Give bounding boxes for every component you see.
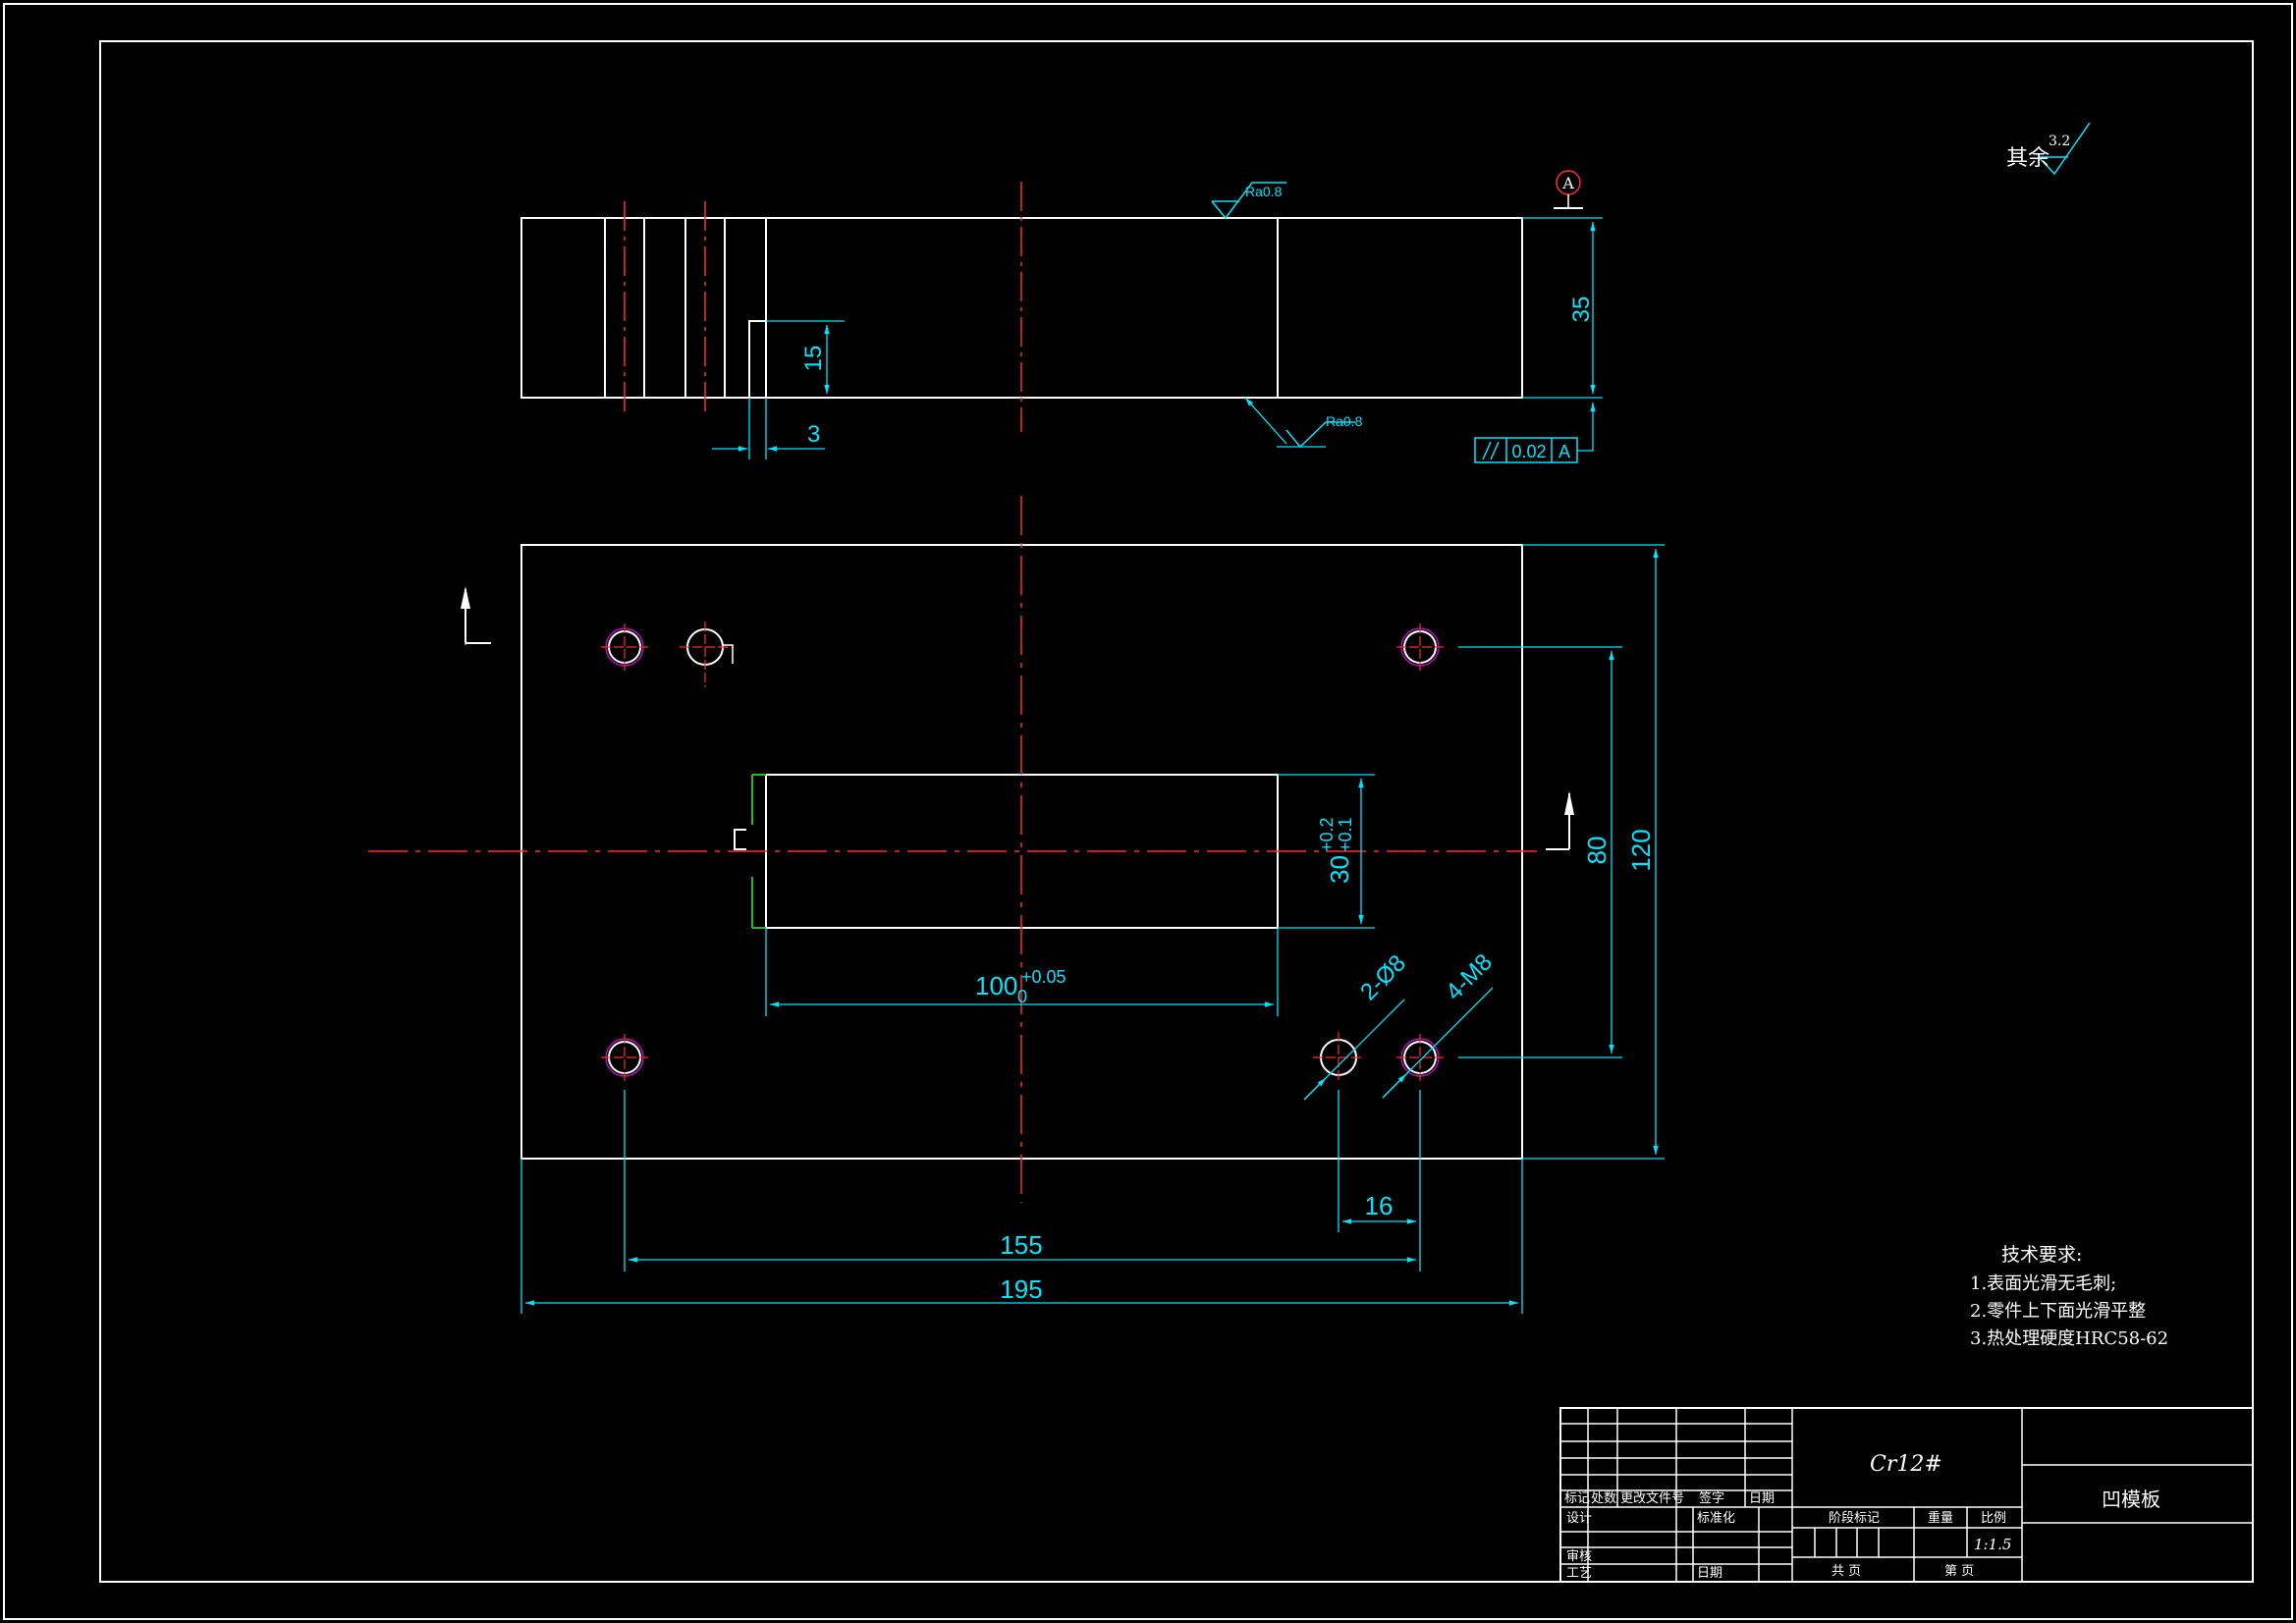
rest-roughness-symbol — [2038, 122, 2091, 176]
rest-label: 其余 — [2006, 146, 2050, 171]
dim-120: 120 — [1626, 829, 1656, 871]
pin-hole-callout: 2-Ø8 — [1355, 949, 1411, 1005]
tb-sheet-no: 第 页 — [1944, 1564, 1974, 1579]
scale-value: 1:1.5 — [1974, 1536, 2011, 1553]
section-view — [520, 170, 1603, 463]
dim-16: 16 — [1365, 1191, 1394, 1220]
parallelism-tolerance: 0.02 — [1511, 442, 1546, 461]
tb-col-mark: 标记 — [1564, 1491, 1590, 1506]
threaded-hole-callout: 4-M8 — [1441, 948, 1498, 1005]
plan-view — [368, 496, 1665, 1314]
rest-roughness-value: 3.2 — [2049, 134, 2070, 149]
inner-frame — [99, 40, 2254, 1583]
dim-80: 80 — [1582, 837, 1612, 865]
title-block — [1559, 1407, 2254, 1583]
tb-process: 工艺 — [1566, 1566, 1592, 1581]
tb-sheets-total: 共 页 — [1831, 1564, 1861, 1579]
parallelism-datum: A — [1558, 442, 1570, 461]
dim-30-lower: +0.1 — [1336, 817, 1355, 852]
datum-a-label: A — [1561, 174, 1574, 192]
dim-100-nominal: 100 — [975, 971, 1017, 1001]
material-label: Cr12# — [1870, 1452, 1942, 1477]
tb-scale: 比例 — [1981, 1511, 2006, 1526]
part-name: 凹模板 — [2102, 1488, 2160, 1511]
dim-100-lower: 0 — [1017, 987, 1027, 1006]
roughness-top-label: Ra0.8 — [1245, 184, 1283, 199]
tech-req-item-3: 3.热处理硬度HRC58-62 — [1970, 1328, 2168, 1349]
dim-30-upper: +0.2 — [1317, 817, 1337, 852]
dim-195: 195 — [1000, 1274, 1042, 1304]
dim-30-nominal: 30 — [1325, 855, 1354, 884]
tb-date: 日期 — [1697, 1566, 1722, 1581]
tech-req-item-1: 1.表面光滑无毛刺; — [1970, 1273, 2116, 1294]
tb-col-docno: 更改文件号 — [1620, 1491, 1684, 1506]
tech-req-title: 技术要求: — [2001, 1244, 2082, 1266]
tb-col-sign: 签字 — [1699, 1490, 1724, 1506]
dim-15: 15 — [800, 346, 827, 372]
tb-stage: 阶段标记 — [1829, 1511, 1880, 1526]
tb-col-date: 日期 — [1749, 1491, 1775, 1506]
roughness-bottom-label: Ra0.8 — [1326, 413, 1363, 429]
dim-155: 155 — [1000, 1230, 1042, 1260]
tb-standard: 标准化 — [1697, 1511, 1735, 1526]
dim-3: 3 — [807, 421, 820, 448]
tb-review: 审核 — [1566, 1549, 1592, 1564]
tb-col-count: 处数 — [1591, 1491, 1616, 1506]
dim-35: 35 — [1568, 297, 1595, 323]
dim-100-upper: +0.05 — [1021, 967, 1066, 987]
tb-weight: 重量 — [1928, 1510, 1953, 1526]
outer-border — [3, 3, 2293, 1620]
tb-designer: 设计 — [1566, 1511, 1592, 1526]
tech-req-item-2: 2.零件上下面光滑平整 — [1970, 1301, 2146, 1322]
